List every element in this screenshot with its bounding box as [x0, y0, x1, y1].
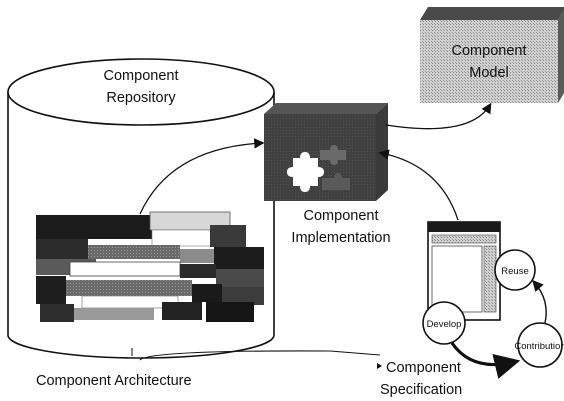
architecture-specification-link: [139, 350, 381, 361]
specification-label-line2: Specification: [380, 382, 462, 398]
document-icon: [427, 221, 501, 321]
implementation-label-line2: Implementation: [291, 230, 390, 246]
develop-to-contribution-arrow: [450, 342, 521, 379]
arrow-icon: [377, 363, 382, 369]
develop-label: Develop: [427, 319, 462, 330]
puzzle-icon: [287, 145, 350, 192]
model-label-line2: Model: [469, 65, 509, 81]
contribution-to-reuse-arrow: [532, 279, 547, 324]
architecture-to-implementation-arrow: [139, 138, 265, 215]
reuse-circle: [494, 249, 536, 291]
architecture-blocks: [36, 211, 264, 322]
specification-label-line1: Component: [386, 360, 461, 376]
model-box: [420, 7, 564, 103]
repository-label-line1: Component: [104, 68, 179, 84]
implementation-label-line1: Component: [304, 208, 379, 224]
architecture-label: Component Architecture: [36, 373, 192, 389]
contribution-circle: [517, 322, 563, 368]
implementation-to-model-arrow: [385, 102, 492, 130]
contribution-label: Contribution: [514, 341, 564, 352]
repository-label-line2: Repository: [106, 90, 176, 106]
model-label-line1: Component: [452, 43, 527, 59]
reuse-label: Reuse: [501, 266, 528, 277]
develop-circle: [422, 301, 466, 345]
specification-to-implementation-arrow: [378, 149, 459, 221]
